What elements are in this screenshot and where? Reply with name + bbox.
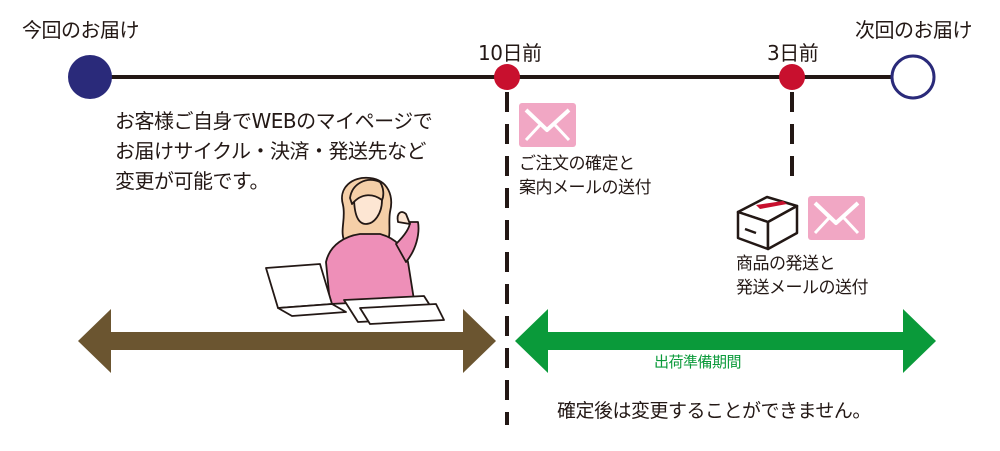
ten-days-before-label: 10日前 [478, 41, 542, 65]
current-delivery-label: 今回のお届け [22, 18, 140, 42]
no-change-note: 確定後は変更することができません。 [557, 400, 871, 422]
ship-note-line: 商品の発送と [736, 254, 836, 274]
web-note-line: お届けサイクル・決済・発送先など [115, 139, 427, 163]
next-delivery-ring [890, 54, 936, 100]
mail-icon [808, 196, 865, 240]
three-days-dot [779, 64, 805, 90]
web-note-line: 変更が可能です。 [115, 169, 270, 193]
web-note-line: お客様ご自身でWEBのマイページで [115, 109, 433, 133]
confirm-note-line: ご注文の確定と [519, 154, 635, 174]
green-double-arrow [515, 309, 936, 373]
ten-days-dot [494, 64, 520, 90]
web-change-note: お客様ご自身でWEBのマイページで お届けサイクル・決済・発送先など 変更が可能… [115, 106, 460, 196]
confirm-note-line: 案内メールの送付 [519, 178, 652, 198]
brown-double-arrow [78, 309, 496, 373]
person-with-laptop-illustration [265, 176, 445, 325]
three-days-before-label: 3日前 [767, 41, 819, 65]
current-delivery-dot [68, 55, 112, 99]
shipping-period-label: 出荷準備期間 [654, 353, 742, 371]
shipping-note: 商品の発送と 発送メールの送付 [736, 252, 869, 300]
mail-icon [519, 103, 576, 147]
next-delivery-label: 次回のお届け [855, 18, 973, 42]
order-confirm-note: ご注文の確定と 案内メールの送付 [519, 152, 652, 200]
ship-note-line: 発送メールの送付 [736, 278, 869, 298]
box-icon [736, 195, 799, 251]
